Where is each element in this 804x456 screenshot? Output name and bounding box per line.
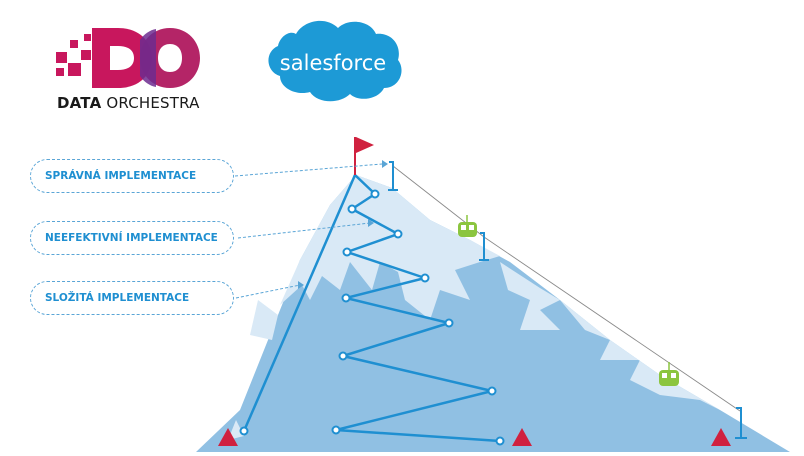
leader-line xyxy=(235,284,301,299)
gondola-icon xyxy=(659,362,679,386)
data-orchestra-logo-mark xyxy=(56,28,200,88)
path-node xyxy=(331,425,341,435)
path-node xyxy=(420,273,430,283)
path-node xyxy=(393,229,403,239)
path-node xyxy=(342,247,352,257)
logo-pixel xyxy=(68,63,81,76)
path-node xyxy=(444,318,454,328)
path-node xyxy=(495,436,505,446)
logo-pixel xyxy=(70,40,78,48)
mountain-snow xyxy=(228,175,720,440)
leader-line xyxy=(237,222,371,239)
path-node xyxy=(239,426,249,436)
leader-arrow-icon xyxy=(382,160,388,168)
salesforce-cloud xyxy=(268,20,402,102)
path-node xyxy=(487,386,497,396)
base-camp-icon xyxy=(711,428,731,446)
base-camp-icon xyxy=(512,428,532,446)
logo-overlap xyxy=(140,29,156,87)
leader-arrow-icon xyxy=(368,219,374,227)
cable-pole-icon xyxy=(735,407,747,439)
direct-path xyxy=(242,174,357,432)
logo-pixel xyxy=(84,34,91,41)
path-node xyxy=(347,204,357,214)
logo-word-bold: DATA xyxy=(57,94,102,112)
cable-pole-icon xyxy=(479,232,489,261)
cable-pole-icon xyxy=(388,161,398,191)
data-orchestra-wordmark: DATA ORCHESTRA xyxy=(57,94,200,112)
leader-line xyxy=(234,163,383,177)
logo-pixel xyxy=(81,50,91,60)
mountain xyxy=(196,175,790,452)
base-camp-icon xyxy=(218,428,238,446)
path-node xyxy=(370,189,380,199)
path-node xyxy=(338,351,348,361)
logo-pixel xyxy=(56,68,64,76)
path-node xyxy=(341,293,351,303)
callout-correct-implementation: SPRÁVNÁ IMPLEMENTACE xyxy=(30,159,234,193)
logo-letter-d xyxy=(92,28,152,88)
logo-word-rest: ORCHESTRA xyxy=(106,94,200,112)
salesforce-wordmark: salesforce xyxy=(280,51,386,75)
logo-pixel xyxy=(56,52,67,63)
callout-inefficient-implementation: NEEFEKTIVNÍ IMPLEMENTACE xyxy=(30,221,234,255)
salesforce-logo: salesforce xyxy=(268,20,402,102)
callout-complex-implementation: SLOŽITÁ IMPLEMENTACE xyxy=(30,281,234,315)
summit-flag-icon xyxy=(354,137,374,175)
zigzag-path xyxy=(334,174,501,443)
gondola-icon xyxy=(458,215,477,237)
leader-arrow-icon xyxy=(298,281,304,289)
